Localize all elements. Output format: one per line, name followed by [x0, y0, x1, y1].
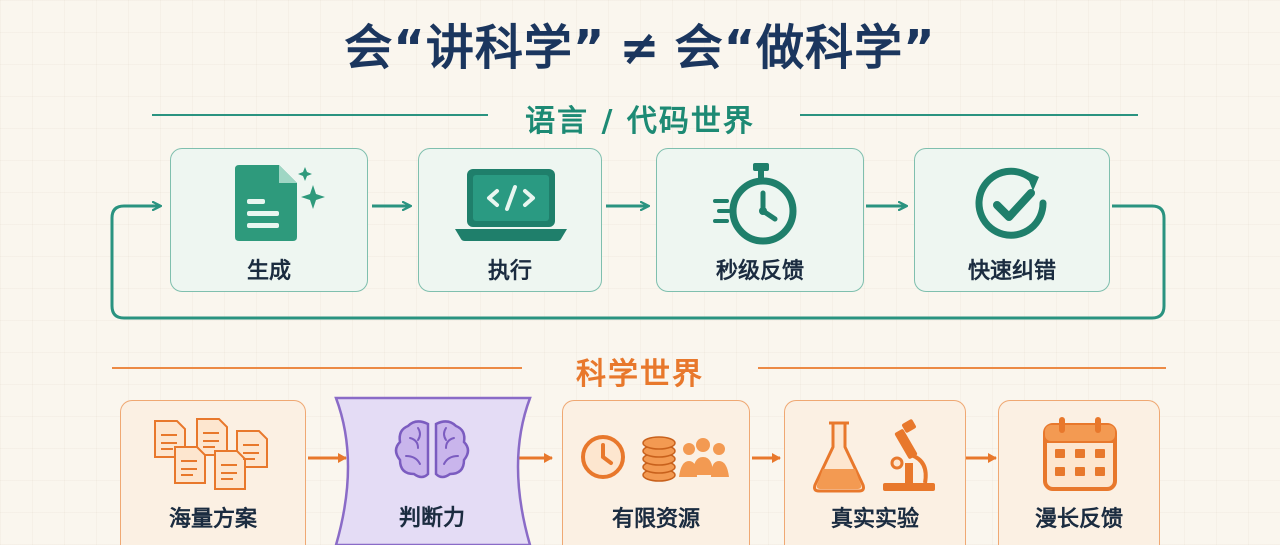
- language-world-heading: 语言 / 代码世界: [525, 104, 755, 139]
- flask-microscope-icon: [813, 419, 935, 493]
- green-heading-rule-right: [800, 114, 1138, 116]
- step-second-feedback-card: 秒级反馈: [656, 148, 864, 292]
- laptop-code-icon: [455, 169, 567, 241]
- document-stack-icon: [154, 418, 268, 490]
- step-execute-card: 执行: [418, 148, 602, 292]
- step-long-feedback-label: 漫长反馈: [1034, 507, 1123, 532]
- brain-icon: [394, 420, 470, 479]
- step-quick-correction-card: 快速纠错: [914, 148, 1110, 292]
- clock-coins-people-icon: [581, 435, 729, 482]
- step-limited-resources-card: 有限资源: [562, 400, 750, 545]
- step-long-feedback-card: 漫长反馈: [998, 400, 1160, 545]
- stopwatch-icon: [713, 163, 797, 245]
- calendar-icon: [1043, 417, 1117, 491]
- step-massive-plans-card: 海量方案: [120, 400, 306, 545]
- step-judgment-label: 判断力: [398, 506, 465, 531]
- title-not-equal: ≠: [619, 20, 661, 76]
- step-limited-resources-label: 有限资源: [611, 507, 700, 532]
- step-generate-label: 生成: [246, 259, 291, 284]
- green-heading-rule-left: [152, 114, 488, 116]
- step-quick-correction-label: 快速纠错: [967, 259, 1056, 284]
- orange-heading-rule-left: [112, 367, 522, 369]
- step-second-feedback-label: 秒级反馈: [715, 259, 804, 284]
- document-sparkle-icon: [235, 165, 325, 241]
- feedback-loop-line: [110, 206, 1166, 320]
- refresh-check-icon: [975, 167, 1047, 239]
- page-title: 会“讲科学”≠会“做科学”: [0, 8, 1280, 78]
- orange-heading-rule-right: [758, 367, 1166, 369]
- title-right: 会“做科学”: [674, 20, 936, 76]
- step-execute-label: 执行: [487, 259, 532, 284]
- judgment-bottleneck-shape: [334, 396, 532, 545]
- science-world-heading: 科学世界: [576, 357, 704, 392]
- step-massive-plans-label: 海量方案: [168, 507, 257, 532]
- title-left: 会“讲科学”: [344, 20, 606, 76]
- step-generate-card: 生成: [170, 148, 368, 292]
- step-real-experiment-label: 真实实验: [830, 507, 919, 532]
- step-real-experiment-card: 真实实验: [784, 400, 966, 545]
